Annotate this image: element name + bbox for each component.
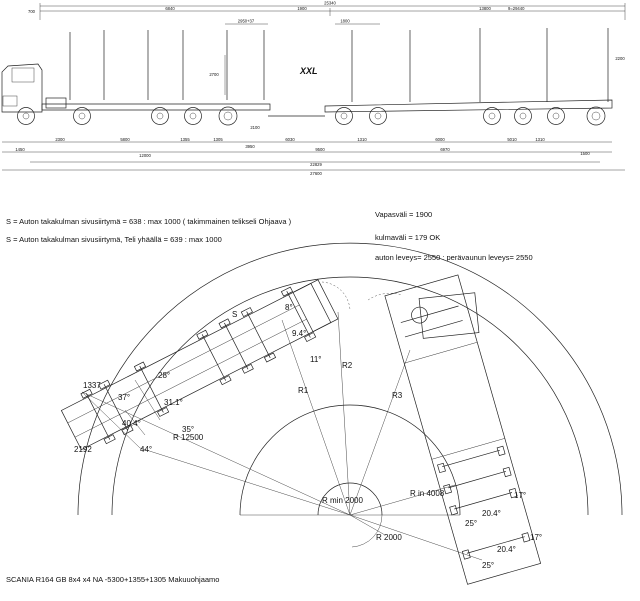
dim-bc: 3950 <box>245 144 255 149</box>
dim-be: 6970 <box>440 147 450 152</box>
label-37deg: 37° <box>118 393 130 402</box>
caption: SCANIA R164 GB 8x4 x4 NA -5300+1355+1305… <box>6 575 219 584</box>
dim-total-mid: 22829 <box>310 162 322 167</box>
note-side-shift: S = Auton takakulman sivusiirtymä = 638 … <box>6 217 292 226</box>
dim-d8: 2700 <box>209 72 219 77</box>
dim-d3: 13800 <box>479 6 491 11</box>
dim-d9: 2200 <box>615 56 625 61</box>
dim-b1: 2300 <box>55 137 65 142</box>
label-17deg-a: 17° <box>514 491 526 500</box>
dim-b6: 1310 <box>357 137 367 142</box>
label-40-4deg: 40.4° <box>122 419 141 428</box>
truck-frame <box>41 103 271 111</box>
dim-bb: 12000 <box>139 153 151 158</box>
dim-d2: 1900 <box>297 6 307 11</box>
label-8deg: 8° <box>285 303 293 312</box>
dim-b3: 1355 <box>180 137 190 142</box>
dim-d6: 2950+37 <box>238 19 255 24</box>
label-2192: 2192 <box>74 445 92 454</box>
label-R2000: R 2000 <box>376 533 402 542</box>
label-28deg: 28° <box>158 371 170 380</box>
dim-overall-top: 25340 <box>324 1 336 6</box>
label-20-4deg-b: 20.4° <box>497 545 516 554</box>
label-Rmin: R min 2000 <box>322 496 363 505</box>
brand-logo: XXL <box>299 66 318 76</box>
label-R3: R3 <box>392 391 403 400</box>
truck-outline <box>60 279 339 451</box>
label-20-4deg-a: 20.4° <box>482 509 501 518</box>
label-Rin: R in 4008 <box>410 489 445 498</box>
dim-ba: 1450 <box>15 147 25 152</box>
dim-b7: 6000 <box>435 137 445 142</box>
trailer-wheels <box>335 106 606 126</box>
label-1337: 1337 <box>83 381 101 390</box>
dim-b9: 1310 <box>535 137 545 142</box>
dim-bd: 9500 <box>315 147 325 152</box>
dim-d10: 2100 <box>250 125 260 130</box>
dim-b8: 5010 <box>507 137 517 142</box>
dim-bf: 1500 <box>580 151 590 156</box>
dim-d7: 1800 <box>340 19 350 24</box>
dim-d5: 700 <box>28 9 36 14</box>
side-view: 25340 6840 1900 13800 9=29440 700 2950+3… <box>1 1 625 176</box>
label-R1: R1 <box>298 386 309 395</box>
truck-cab <box>1 63 43 113</box>
dim-d4: 9=29440 <box>508 6 525 11</box>
turning-plan: S 8° 9.4° 11° R1 R2 R3 1337 28° 37° 31.1… <box>60 242 623 585</box>
label-25deg-a: 25° <box>465 519 477 528</box>
label-44deg: 44° <box>140 445 152 454</box>
label-9-4deg: 9.4° <box>292 329 306 338</box>
label-17deg-b: 17° <box>530 533 542 542</box>
dim-b4: 1305 <box>213 137 223 142</box>
label-11deg: 11° <box>310 355 322 364</box>
label-S: S <box>232 310 237 319</box>
label-25deg-b: 25° <box>482 561 494 570</box>
trailer-outline <box>384 274 542 585</box>
label-R12500: R 12500 <box>173 433 204 442</box>
trailer-frame <box>324 99 613 113</box>
dim-b2: 5800 <box>120 137 130 142</box>
note-angle-gap: kulmaväli = 179 OK <box>375 233 440 242</box>
truck-wheels <box>17 106 238 126</box>
dim-b5: 6030 <box>285 137 295 142</box>
label-31-1deg: 31.1° <box>164 398 183 407</box>
note-side-shift-bogie: S = Auton takakulman sivusiirtymä, Teli … <box>6 235 222 244</box>
note-clearance: Vapasväli = 1900 <box>375 210 432 219</box>
label-35deg: 35° <box>182 425 194 434</box>
note-widths: auton leveys= 2550 : perävaunun leveys= … <box>375 253 533 262</box>
dim-total: 27600 <box>310 171 322 176</box>
label-R2: R2 <box>342 361 353 370</box>
dim-d1: 6840 <box>165 6 175 11</box>
